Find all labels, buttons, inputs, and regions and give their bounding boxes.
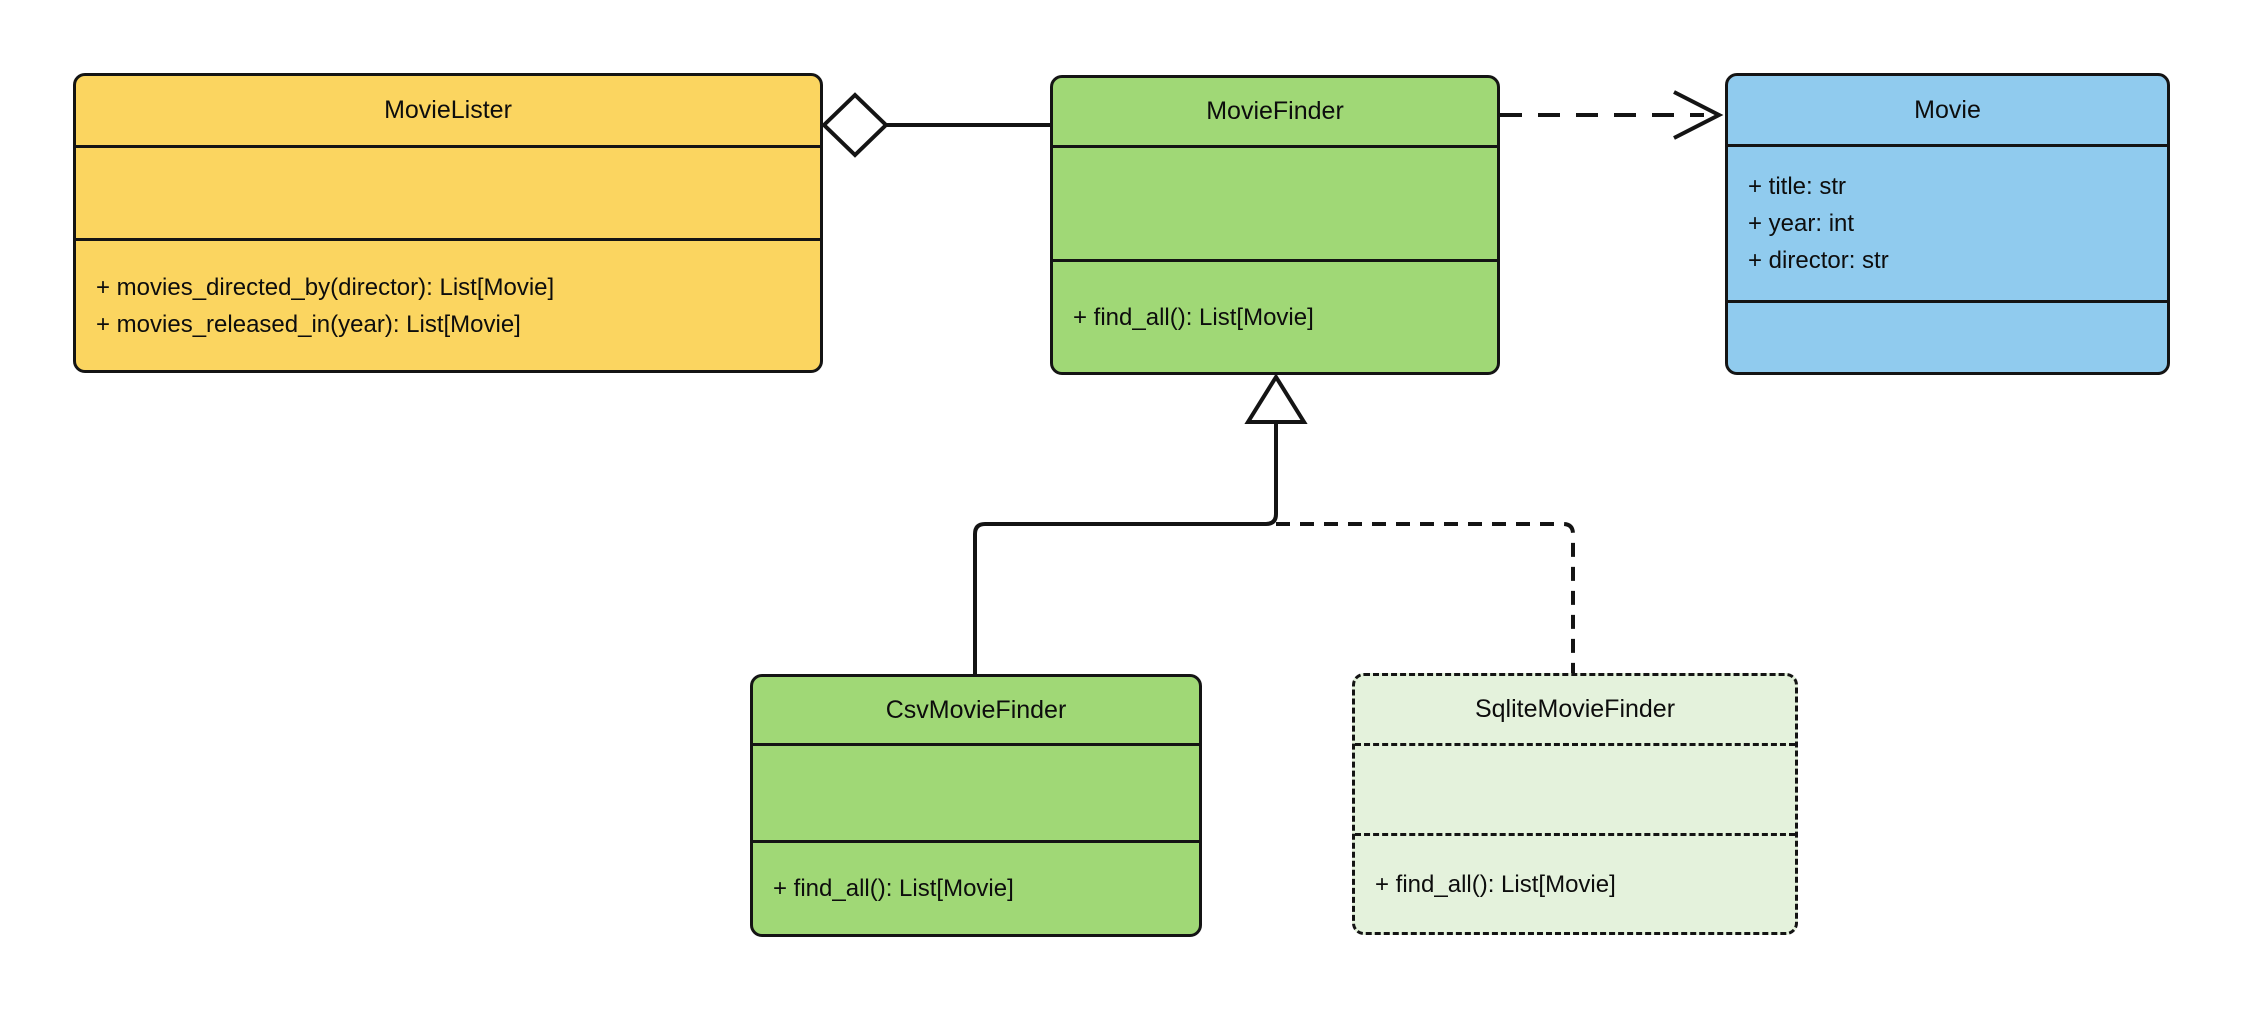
class-box-sqlitemoviefinder: SqliteMovieFinder + find_all(): List[Mov… [1352,673,1798,935]
attributes-compartment-sqlitemoviefinder [1355,743,1795,833]
methods-compartment-moviefinder: + find_all(): List[Movie] [1053,259,1497,372]
class-box-csvmoviefinder: CsvMovieFinder + find_all(): List[Movie] [750,674,1202,937]
class-name-movielister: MovieLister [384,96,512,124]
class-box-moviefinder: MovieFinder + find_all(): List[Movie] [1050,75,1500,375]
method-label: + find_all(): List[Movie] [773,875,1014,902]
methods-compartment-movie [1728,300,2167,372]
class-header-movie: Movie [1728,76,2167,144]
method-label: + movies_released_in(year): List[Movie] [96,310,521,338]
methods-compartment-movielister: + movies_directed_by(director): List[Mov… [76,238,820,370]
class-header-csvmoviefinder: CsvMovieFinder [753,677,1199,743]
generalization-solid-path [973,422,1278,674]
methods-compartment-csvmoviefinder: + find_all(): List[Movie] [753,840,1199,934]
dependency-open-arrow-icon [1673,90,1724,140]
class-header-sqlitemoviefinder: SqliteMovieFinder [1355,676,1795,743]
method-label: + movies_directed_by(director): List[Mov… [96,273,555,301]
class-header-moviefinder: MovieFinder [1053,78,1497,145]
attributes-compartment-movielister [76,145,820,238]
method-label: + find_all(): List[Movie] [1073,303,1314,331]
method-label: + find_all(): List[Movie] [1375,870,1616,898]
attributes-compartment-moviefinder [1053,145,1497,259]
attribute-label: + year: int [1748,210,1855,237]
attributes-compartment-movie: + title: str + year: int + director: str [1728,144,2167,300]
class-name-sqlitemoviefinder: SqliteMovieFinder [1474,695,1676,723]
attribute-label: + director: str [1748,247,1889,274]
class-name-movie: Movie [1914,95,1981,124]
attributes-compartment-csvmoviefinder [753,743,1199,840]
aggregation-diamond-icon [821,92,889,158]
class-name-moviefinder: MovieFinder [1206,97,1344,125]
class-box-movielister: MovieLister + movies_directed_by(directo… [73,73,823,373]
generalization-dashed-path [1276,522,1575,673]
attribute-label: + title: str [1748,173,1847,200]
generalization-triangle-icon [1244,373,1308,424]
class-box-movie: Movie + title: str + year: int + directo… [1725,73,2170,375]
class-name-csvmoviefinder: CsvMovieFinder [885,695,1067,724]
class-header-movielister: MovieLister [76,76,820,145]
methods-compartment-sqlitemoviefinder: + find_all(): List[Movie] [1355,833,1795,932]
